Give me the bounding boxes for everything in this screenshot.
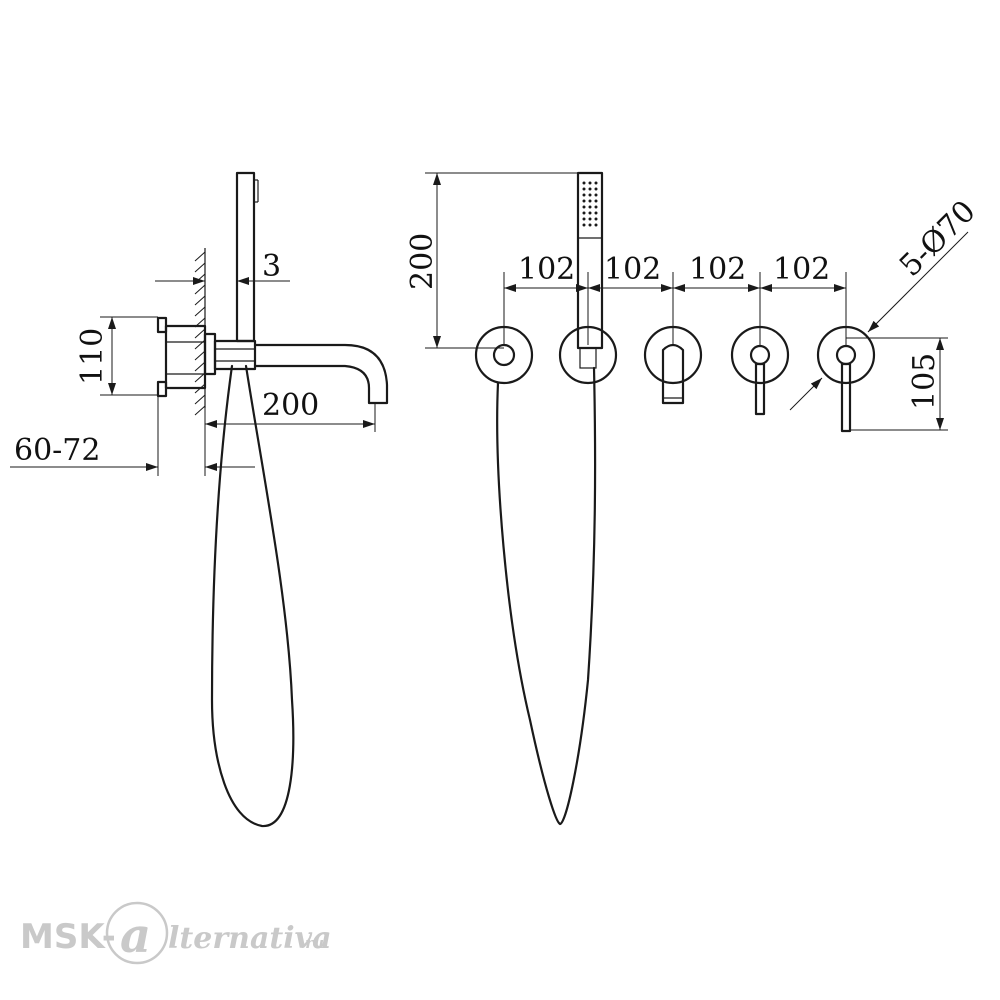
wall-hatch-line — [194, 394, 206, 405]
front-view: 200 102 102 102 102 5-Ø70 — [405, 171, 983, 826]
hand-shower-front — [576, 171, 604, 350]
nozzle-dot — [594, 181, 598, 185]
wall-hatch-line — [194, 328, 206, 339]
nozzle-dot — [582, 205, 586, 209]
nozzle-dot — [588, 217, 592, 221]
nozzle-dot — [582, 199, 586, 203]
nozzle-dot — [594, 223, 598, 227]
watermark-at-icon — [105, 901, 169, 965]
nozzle-dot — [594, 193, 598, 197]
nozzle-dot — [588, 181, 592, 185]
nozzle-dot — [594, 199, 598, 203]
dim-spout-length: 200 — [205, 388, 376, 432]
dim-depth-range: 60-72 — [10, 396, 255, 476]
nozzle-dot — [582, 211, 586, 215]
watermark-logo: MSK- a lternativa .ru — [20, 901, 332, 965]
mixer-body-side — [156, 316, 217, 398]
dim-hand-shower-height: 200 — [405, 172, 590, 349]
wall-hatch-line — [194, 405, 206, 416]
wall-hatch-line — [194, 251, 206, 262]
wall-hatch-line — [194, 339, 206, 350]
wall-section — [194, 248, 206, 416]
nozzle-dot — [594, 205, 598, 209]
nozzle-dot — [594, 217, 598, 221]
watermark-at-glyph: a — [120, 908, 151, 964]
dim-label-200-front: 200 — [405, 233, 440, 290]
hose-side — [210, 364, 295, 828]
nozzle-dot — [582, 217, 586, 221]
spout-side — [253, 343, 389, 405]
wall-hatch-line — [194, 350, 206, 361]
wall-hatch-line — [194, 284, 206, 295]
nozzle-dot — [594, 187, 598, 191]
nozzle-dot — [588, 211, 592, 215]
watermark-prefix: MSK- — [20, 917, 116, 957]
wall-hatch-line — [194, 262, 206, 273]
dim-spacing: 102 102 102 102 — [503, 252, 847, 345]
dim-rosette-diameter: 5-Ø70 — [789, 194, 983, 411]
side-view: 3 110 200 60-72 — [10, 171, 389, 828]
dim-label-102-b: 102 — [604, 252, 661, 287]
nozzle-dot — [588, 199, 592, 203]
hose-front — [496, 366, 597, 826]
nozzle-dot — [588, 187, 592, 191]
nozzle-dot — [594, 211, 598, 215]
dim-label-105: 105 — [907, 353, 942, 410]
dim-body-height: 110 — [75, 316, 158, 396]
nozzle-dot — [588, 205, 592, 209]
dim-label-102-a: 102 — [518, 252, 575, 287]
dim-label-200-side: 200 — [262, 388, 319, 423]
watermark-domain: .ru — [300, 934, 324, 952]
hand-shower-side — [235, 171, 259, 343]
nozzle-dot — [582, 193, 586, 197]
wall-hatch-line — [194, 273, 206, 284]
wall-hatch-line — [194, 361, 206, 372]
nozzle-dot — [582, 187, 586, 191]
dim-label-102-c: 102 — [689, 252, 746, 287]
dim-label-3: 3 — [262, 249, 281, 284]
nozzle-dot — [582, 181, 586, 185]
dim-label-102-d: 102 — [773, 252, 830, 287]
watermark-suffix: lternativa — [168, 921, 332, 956]
nozzle-dot — [588, 193, 592, 197]
wall-hatch-line — [194, 295, 206, 306]
dim-label-110: 110 — [75, 328, 110, 385]
dim-label-diameter: 5-Ø70 — [893, 194, 983, 284]
dim-wall-gap: 3 — [155, 249, 290, 285]
wall-outlet-side — [213, 339, 257, 371]
nozzle-dot — [588, 223, 592, 227]
dim-label-60-72: 60-72 — [14, 433, 100, 468]
wall-hatch-line — [194, 306, 206, 317]
dim-rosette-drop: 105 — [846, 337, 948, 431]
nozzle-dot — [582, 223, 586, 227]
